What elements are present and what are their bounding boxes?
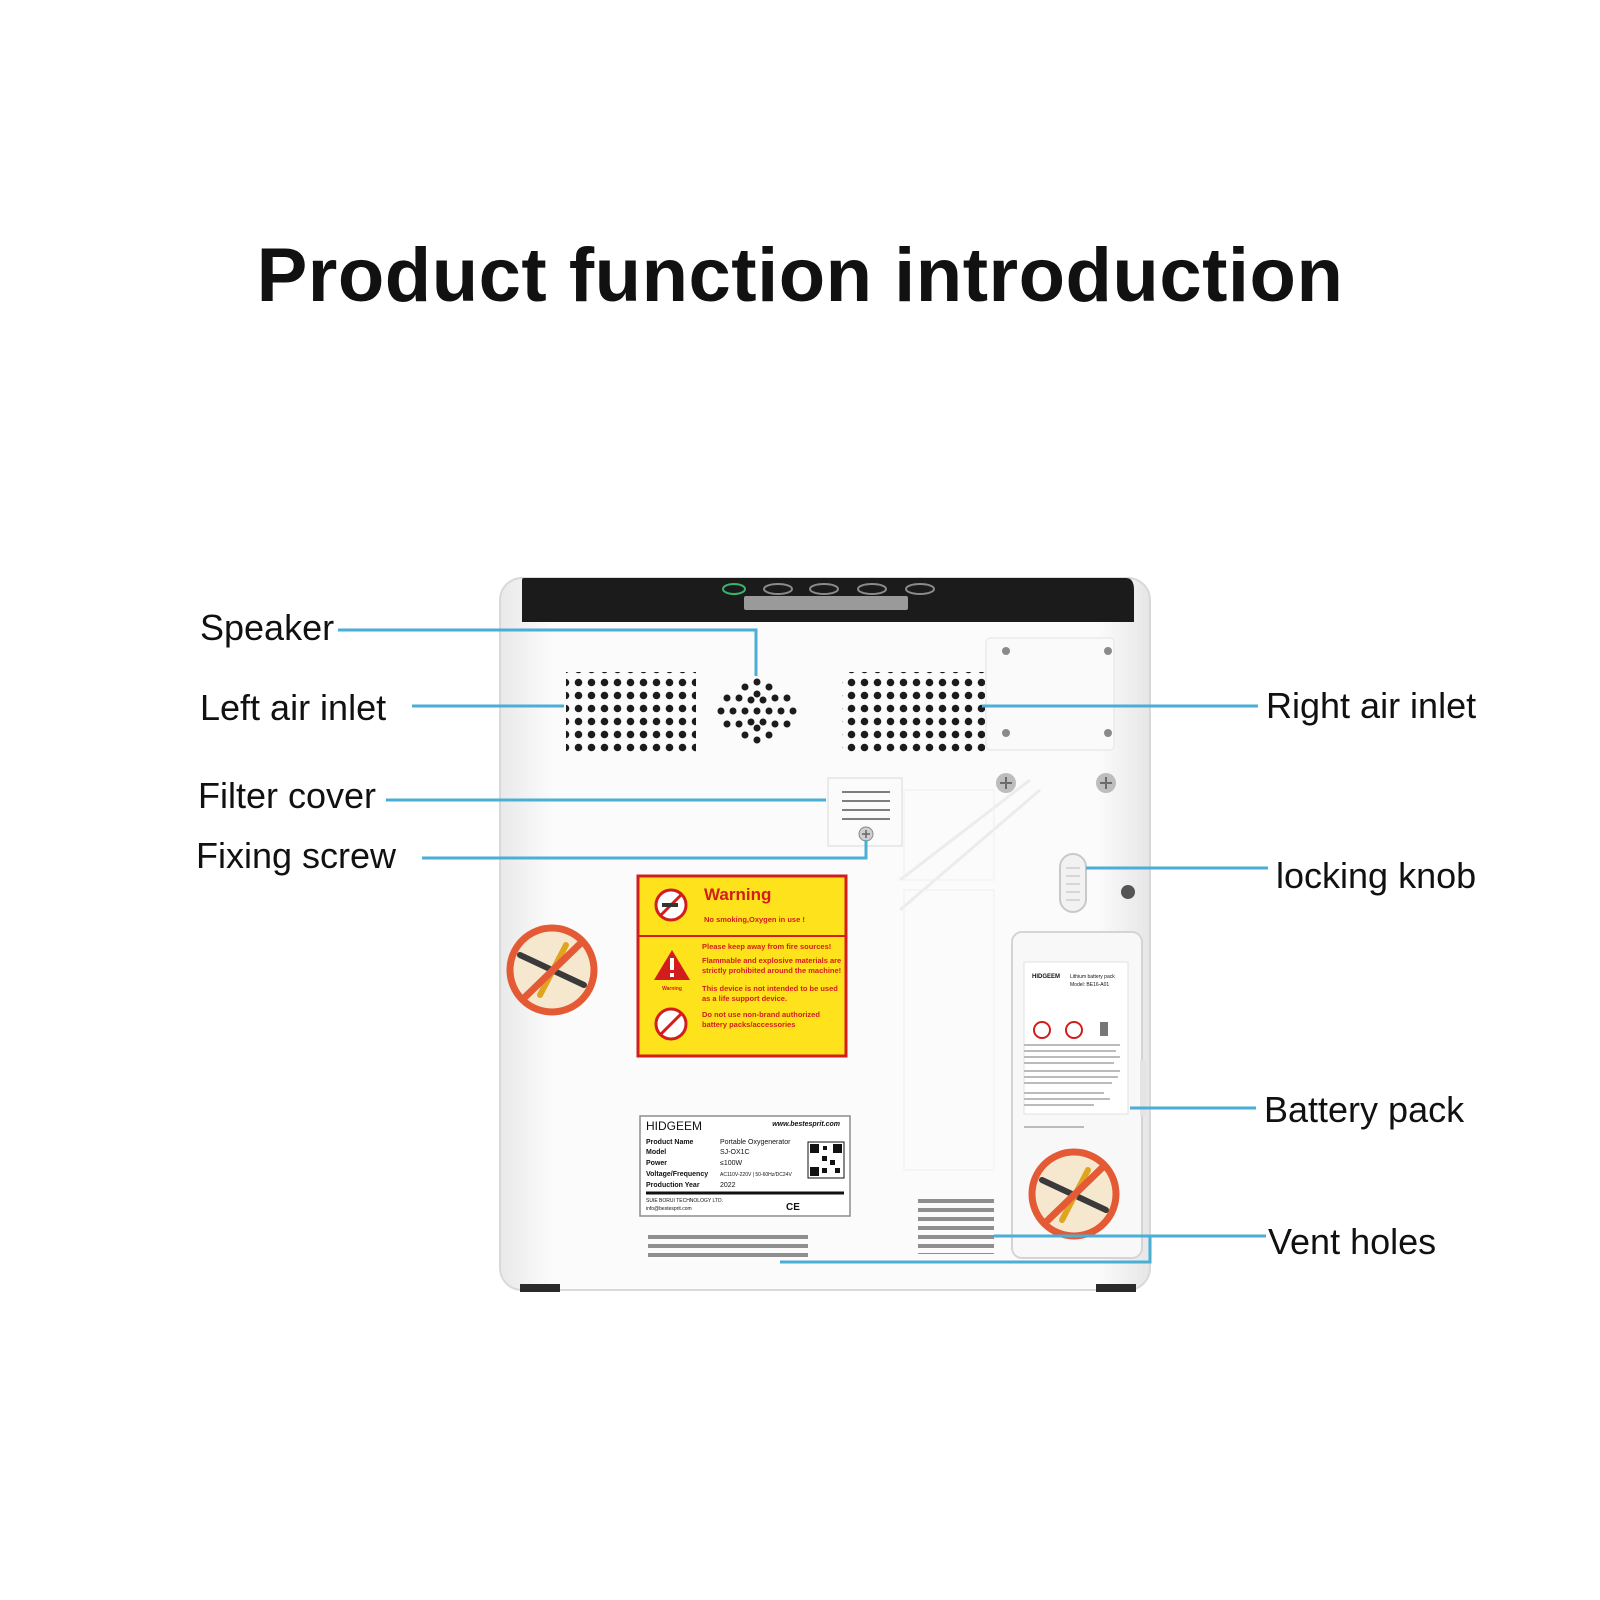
nameplate-brand: HIDGEEM — [646, 1119, 702, 1133]
qr-code-icon — [807, 1141, 845, 1179]
warning-line2: Please keep away from fire sources! — [702, 942, 832, 951]
battery-model: Model: BE16-A01 — [1070, 982, 1109, 988]
speaker-grille — [717, 678, 797, 744]
warning-label — [636, 874, 848, 1058]
ce-mark-icon: CE — [786, 1202, 800, 1213]
battery-warning-icons — [1033, 1021, 1108, 1039]
callout-left-air-inlet: Left air inlet — [200, 687, 387, 728]
warning-triangle-icon — [654, 950, 690, 980]
callout-filter-cover: Filter cover — [198, 775, 377, 816]
fixing-screw — [858, 826, 874, 842]
warning-line3: Flammable and explosive materials are st… — [702, 956, 842, 975]
nameplate-value: SJ-OX1C — [720, 1149, 750, 1156]
warning-line4: This device is not intended to be used a… — [702, 984, 838, 1003]
vent-holes-bottom — [648, 1232, 808, 1260]
no-tools-icon — [506, 924, 598, 1016]
warning-line1: No smoking,Oxygen in use ! — [704, 915, 805, 924]
battery-brand: HIDGEEM — [1032, 974, 1060, 980]
locking-knob — [1059, 853, 1087, 913]
nameplate-key: Voltage/Frequency — [646, 1171, 708, 1178]
nameplate-label — [639, 1115, 851, 1217]
screw-icon — [1096, 773, 1116, 793]
nameplate-key: Model — [646, 1149, 666, 1156]
nameplate-value: Portable Oxygenerator — [720, 1139, 791, 1146]
callout-vent-holes: Vent holes — [1268, 1221, 1437, 1262]
nameplate-value: AC110V-220V | 50-60Hz/DC24V — [720, 1172, 792, 1178]
no-fire-icon — [654, 1007, 688, 1041]
callout-locking-knob: locking knob — [1276, 855, 1477, 896]
callout-speaker: Speaker — [200, 607, 335, 648]
nameplate-key: Product Name — [646, 1139, 694, 1146]
callout-battery-pack: Battery pack — [1264, 1089, 1465, 1130]
warning-line5: Do not use non-brand authorized battery … — [702, 1010, 820, 1029]
screw-icon — [996, 773, 1016, 793]
warning-icon-caption: Warning — [662, 986, 682, 992]
no-smoking-icon — [654, 888, 688, 922]
nameplate-value: 2022 — [720, 1182, 736, 1189]
battery-pack — [1011, 931, 1146, 1259]
page-title: Product function introduction — [256, 233, 1344, 318]
nameplate-website: www.bestesprit.com — [772, 1121, 840, 1128]
right-air-inlet — [842, 672, 985, 756]
callout-fixing-screw: Fixing screw — [196, 835, 397, 876]
leader-fixing-screw — [422, 840, 868, 860]
nameplate-value: ≤100W — [720, 1160, 743, 1167]
no-tools-icon — [1028, 1148, 1120, 1240]
nameplate-maker: SUIE BORUI TECHNOLOGY LTD. — [646, 1198, 723, 1204]
nameplate-key: Power — [646, 1160, 667, 1167]
nameplate-email: info@bestesprit.com — [646, 1206, 692, 1212]
leader-vent-holes — [780, 1234, 1266, 1264]
warning-heading: Warning — [704, 885, 771, 904]
leader-speaker — [338, 628, 758, 676]
left-air-inlet — [566, 672, 696, 756]
nameplate-key: Production Year — [646, 1182, 700, 1189]
vent-holes-side — [918, 1194, 994, 1254]
battery-title: Lithium battery pack — [1070, 974, 1115, 980]
leader-lines — [338, 628, 1268, 1264]
callout-right-air-inlet: Right air inlet — [1266, 685, 1477, 726]
